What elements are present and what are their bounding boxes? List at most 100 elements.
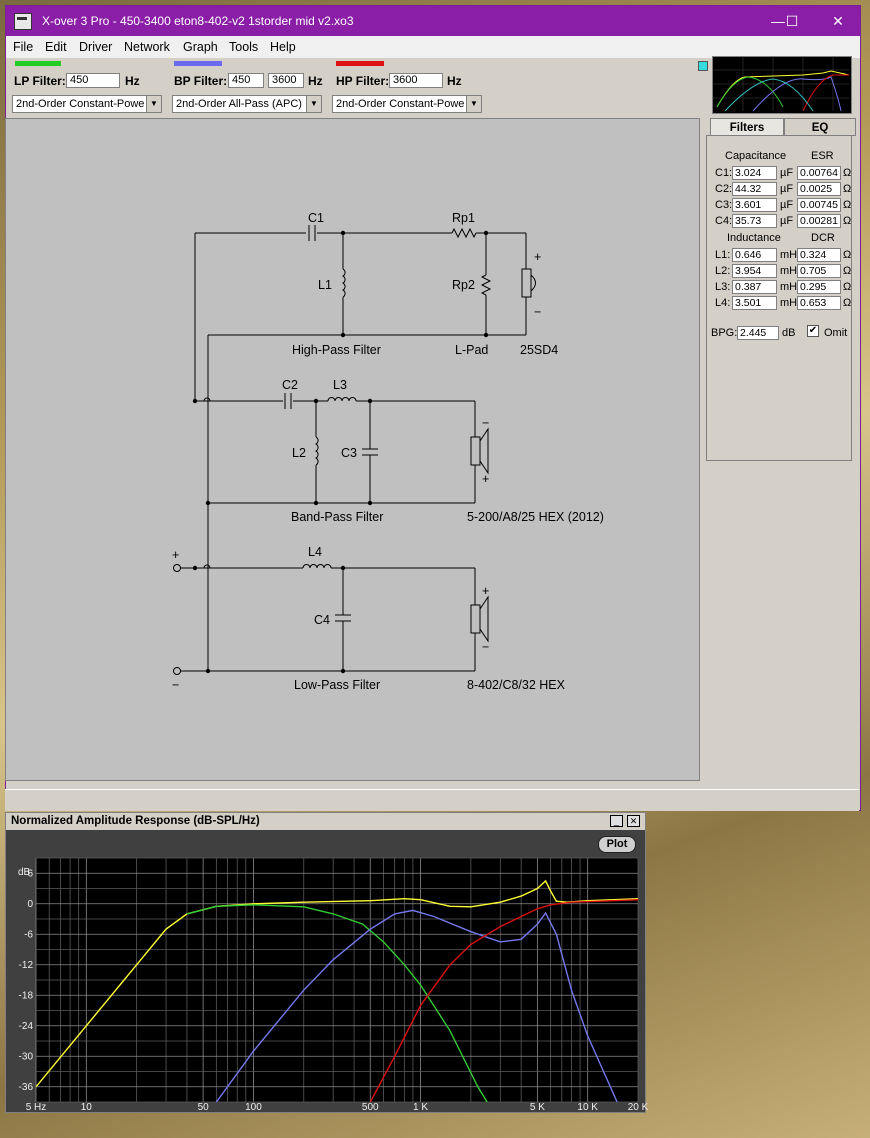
c1-esr-input[interactable]: 0.00764 xyxy=(797,166,841,180)
l3-dcr-input[interactable]: 0.295 xyxy=(797,280,841,294)
l1-dcr-input[interactable]: 0.324 xyxy=(797,248,841,262)
y-tick-label: -30 xyxy=(19,1051,34,1062)
l4-dcr-unit: Ω xyxy=(843,297,852,309)
app-icon xyxy=(14,13,32,30)
menu-driver[interactable]: Driver xyxy=(79,40,113,54)
plot-button[interactable]: Plot xyxy=(598,836,636,853)
l2-dcr-input[interactable]: 0.705 xyxy=(797,264,841,278)
label-rp1: Rp1 xyxy=(452,211,475,225)
hp-filter-label: HP Filter: xyxy=(336,74,390,88)
input-plus: + xyxy=(172,548,179,562)
l4-label: L4: xyxy=(715,297,731,309)
amp-minimize-button[interactable]: _ xyxy=(610,815,623,827)
bp-low-frequency-input[interactable]: 450 xyxy=(228,73,264,88)
hp-filter-type-value: 2nd-Order Constant-Powe xyxy=(336,98,465,110)
schematic-canvas[interactable]: C1 Rp1 L1 Rp2 + − High-Pass Filter L-Pad… xyxy=(5,118,700,781)
hp-filter-type-select[interactable]: 2nd-Order Constant-Powe ▼ xyxy=(332,95,482,113)
c4-label: C4: xyxy=(715,215,733,227)
l1-label: L1: xyxy=(715,249,731,261)
dcr-header: DCR xyxy=(811,232,835,244)
response-thumbnail[interactable] xyxy=(712,56,852,114)
minimize-button[interactable]: — xyxy=(771,13,785,29)
menu-network[interactable]: Network xyxy=(124,40,170,54)
lp-frequency-input[interactable]: 450 xyxy=(66,73,120,88)
y-tick-label: -6 xyxy=(24,929,33,940)
mid-plus: + xyxy=(482,472,489,486)
bpg-unit: dB xyxy=(782,327,796,339)
label-c4: C4 xyxy=(314,613,330,627)
bp-color-bar xyxy=(174,61,222,66)
l3-label: L3: xyxy=(715,281,731,293)
l1-dcr-unit: Ω xyxy=(843,249,852,261)
label-low-pass-filter: Low-Pass Filter xyxy=(294,678,380,692)
bp-filter-type-select[interactable]: 2nd-Order All-Pass (APC) ▼ xyxy=(172,95,322,113)
tab-filters[interactable]: Filters xyxy=(710,118,784,137)
label-l3: L3 xyxy=(333,378,347,392)
capacitance-header: Capacitance xyxy=(725,150,787,162)
l2-value-input[interactable]: 3.954 xyxy=(732,264,777,278)
amp-close-button[interactable]: ✕ xyxy=(627,815,640,827)
bp-high-frequency-input[interactable]: 3600 xyxy=(268,73,304,88)
y-tick-label: -36 xyxy=(19,1082,34,1093)
x-tick-label: 500 xyxy=(362,1102,379,1113)
c4-value-input[interactable]: 35.73 xyxy=(732,214,777,228)
input-minus: − xyxy=(172,678,179,692)
label-woofer: 8-402/C8/32 HEX xyxy=(467,678,566,692)
label-midrange: 5-200/A8/25 HEX (2012) xyxy=(467,510,604,524)
omit-checkbox[interactable]: ✔ xyxy=(807,325,819,337)
amplitude-title: Normalized Amplitude Response (dB-SPL/Hz… xyxy=(11,815,260,827)
l4-unit: mH xyxy=(780,297,798,309)
label-rp2: Rp2 xyxy=(452,278,475,292)
label-high-pass-filter: High-Pass Filter xyxy=(292,343,381,357)
menu-file[interactable]: File xyxy=(13,40,34,54)
c3-label: C3: xyxy=(715,199,733,211)
c1-value-input[interactable]: 3.024 xyxy=(732,166,777,180)
woofer-plus: + xyxy=(482,584,489,598)
chevron-down-icon[interactable]: ▼ xyxy=(306,96,321,112)
c2-unit: µF xyxy=(780,183,794,195)
c1-unit: µF xyxy=(780,167,794,179)
y-axis-label: dB xyxy=(18,867,31,878)
graph-toggle-button[interactable] xyxy=(698,61,708,71)
menu-help[interactable]: Help xyxy=(270,40,296,54)
c4-esr-unit: Ω xyxy=(843,215,852,227)
c2-esr-input[interactable]: 0.0025 xyxy=(797,182,841,196)
title-bar[interactable]: X-over 3 Pro - 450-3400 eton8-402-v2 1st… xyxy=(6,6,860,36)
label-band-pass-filter: Band-Pass Filter xyxy=(291,510,383,524)
chevron-down-icon[interactable]: ▼ xyxy=(146,96,161,112)
c2-esr-unit: Ω xyxy=(843,183,852,195)
label-l4: L4 xyxy=(308,545,322,559)
l2-label: L2: xyxy=(715,265,731,277)
c3-value-input[interactable]: 3.601 xyxy=(732,198,777,212)
l4-value-input[interactable]: 3.501 xyxy=(732,296,777,310)
maximize-button[interactable]: ☐ xyxy=(785,13,799,29)
mid-minus: − xyxy=(482,416,489,430)
menu-tools[interactable]: Tools xyxy=(229,40,259,54)
component-panel: Filters EQ Capacitance ESR C1: 3.024 µF … xyxy=(706,118,856,461)
bpg-input[interactable]: 2.445 xyxy=(737,326,779,340)
status-bar xyxy=(5,789,859,811)
close-button[interactable]: ✕ xyxy=(832,13,844,29)
chevron-down-icon[interactable]: ▼ xyxy=(466,96,481,112)
c1-label: C1: xyxy=(715,167,733,179)
lp-filter-type-select[interactable]: 2nd-Order Constant-Powe ▼ xyxy=(12,95,162,113)
menu-graph[interactable]: Graph xyxy=(183,40,218,54)
woofer-minus: − xyxy=(482,640,489,654)
l4-dcr-input[interactable]: 0.653 xyxy=(797,296,841,310)
l1-unit: mH xyxy=(780,249,798,261)
menu-edit[interactable]: Edit xyxy=(45,40,67,54)
lp-filter-type-value: 2nd-Order Constant-Powe xyxy=(16,98,145,110)
tab-eq[interactable]: EQ xyxy=(784,118,856,136)
series-line-1 xyxy=(186,904,488,1102)
l1-value-input[interactable]: 0.646 xyxy=(732,248,777,262)
series-line-0 xyxy=(36,879,638,1088)
c2-value-input[interactable]: 44.32 xyxy=(732,182,777,196)
hp-frequency-input[interactable]: 3600 xyxy=(389,73,443,88)
amplitude-title-bar[interactable]: Normalized Amplitude Response (dB-SPL/Hz… xyxy=(6,813,645,830)
c4-esr-input[interactable]: 0.00281 xyxy=(797,214,841,228)
l3-unit: mH xyxy=(780,281,798,293)
c3-esr-input[interactable]: 0.00745 xyxy=(797,198,841,212)
l3-value-input[interactable]: 0.387 xyxy=(732,280,777,294)
